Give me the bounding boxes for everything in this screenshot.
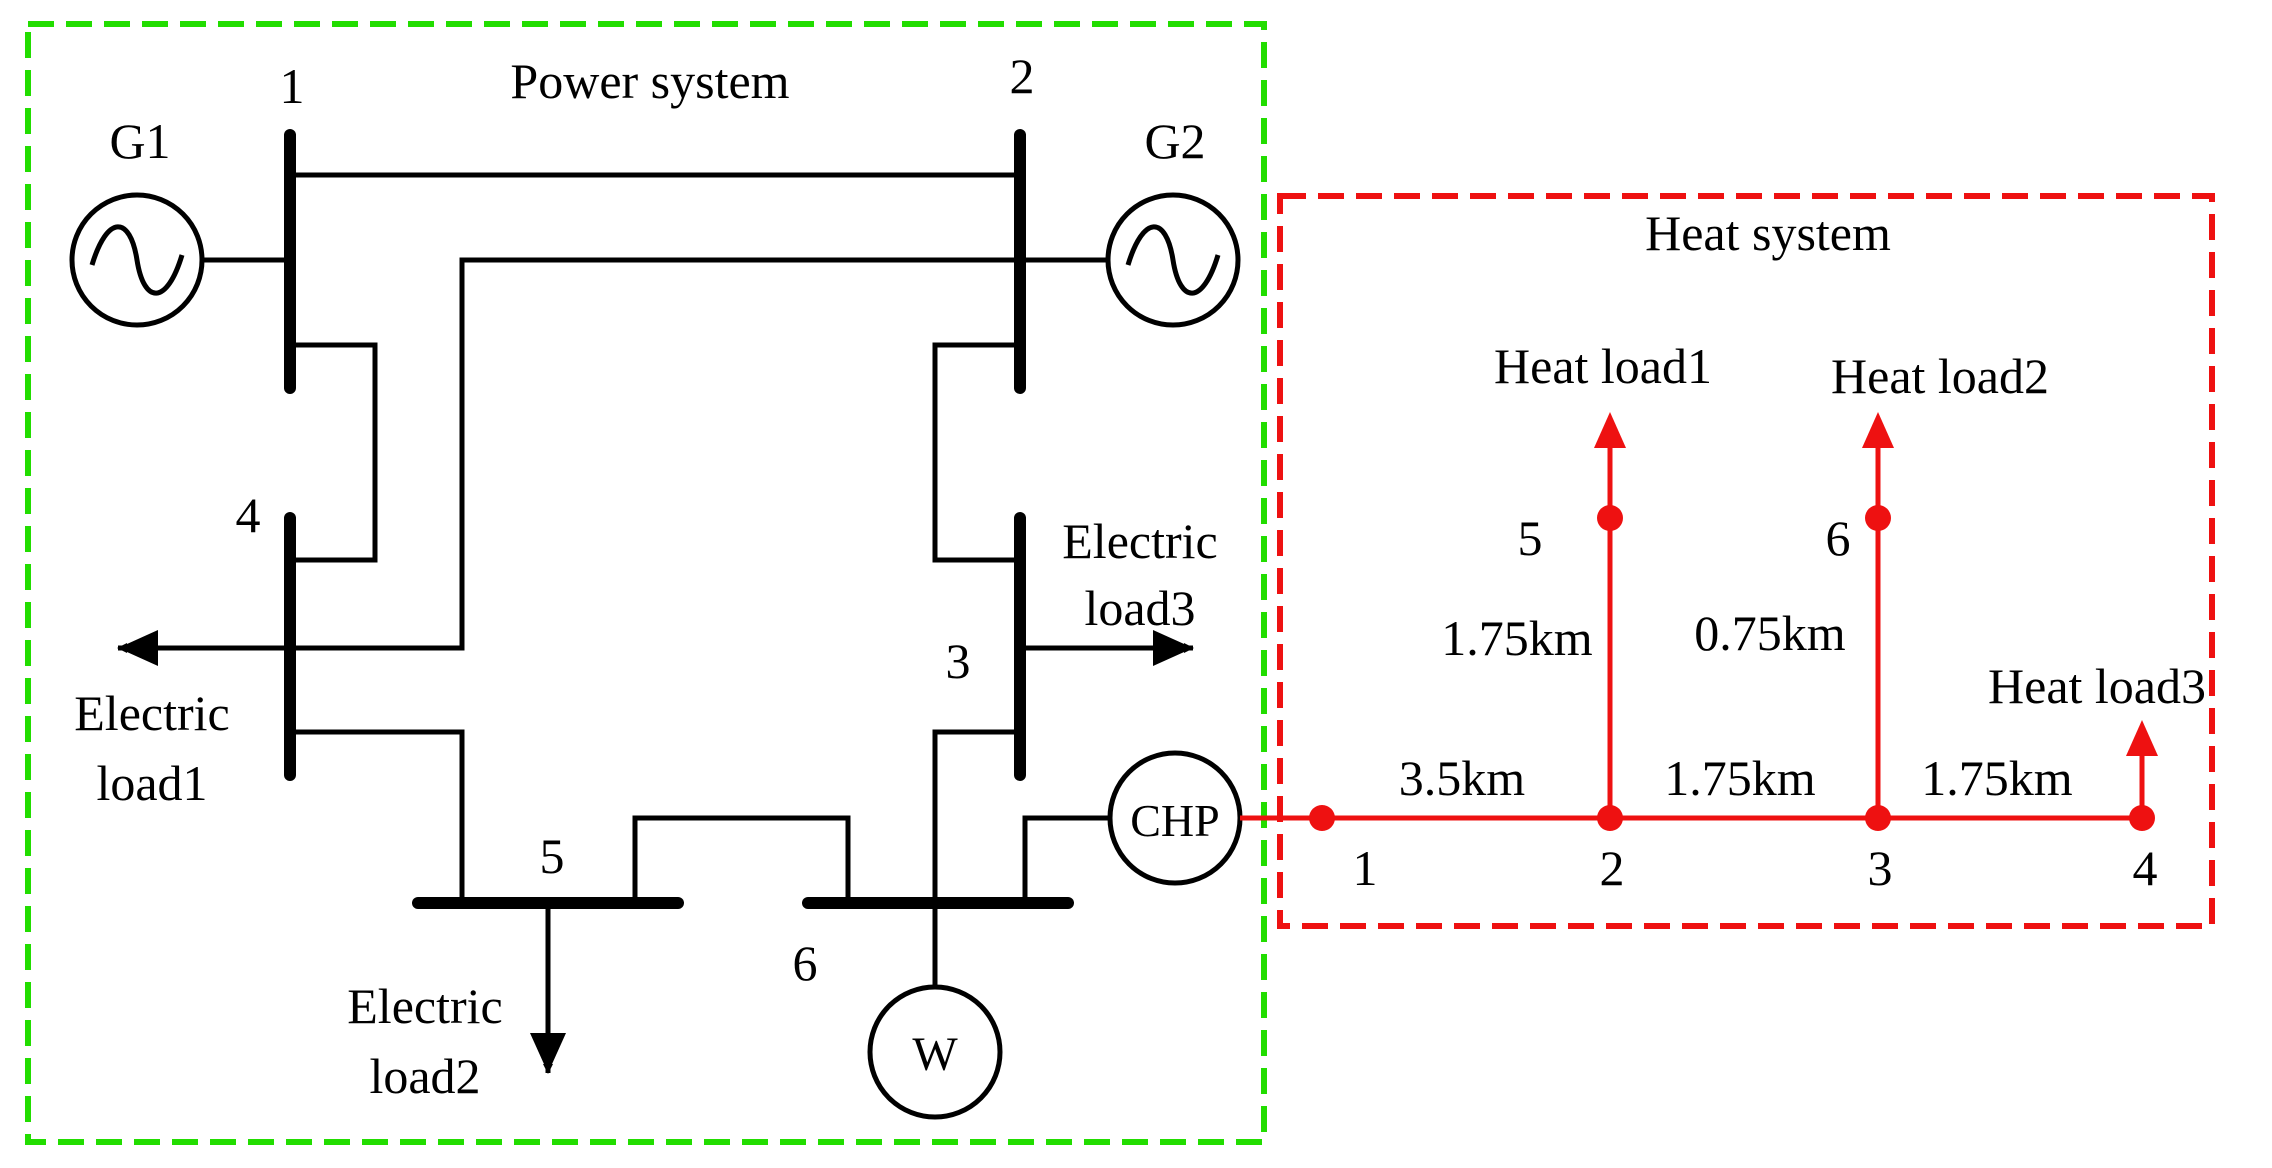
generator-g1-label: G1 (109, 113, 170, 169)
heat-node-5 (1597, 505, 1623, 531)
generator-g1 (69, 192, 205, 328)
electric-load3-arrowhead (1153, 630, 1193, 666)
heat-nodes (1309, 505, 2155, 831)
line-4-5 (290, 729, 465, 903)
bus-5-label: 5 (540, 828, 565, 884)
power-labels: G1 G2 1 2 3 4 5 6 Electric load1 Electri… (74, 48, 1217, 1104)
electric-load1-label-line2: load1 (96, 755, 207, 811)
heat-system-frame (1277, 193, 2215, 929)
heat-load-arrowheads (1594, 412, 2158, 756)
heat-node-3-label: 3 (1868, 840, 1893, 896)
line-1-4 (290, 342, 378, 563)
heat-node-3 (1865, 805, 1891, 831)
line-4-2 (290, 257, 1020, 651)
wind-label: W (912, 1028, 958, 1081)
line-6-chp (1022, 815, 1110, 903)
sine-wave-icon (89, 224, 185, 296)
electric-load1-label-line1: Electric (74, 685, 229, 741)
electric-load2-label-line1: Electric (347, 978, 502, 1034)
electric-load1-arrowhead (118, 630, 158, 666)
line-2-3 (932, 342, 1020, 563)
electric-load2-label-line2: load2 (369, 1048, 480, 1104)
heat-node-4-label: 4 (2133, 840, 2158, 896)
heat-node-4 (2129, 805, 2155, 831)
heat-system: Heat system (1240, 193, 2215, 929)
line-5-6 (632, 815, 851, 903)
chp-label: CHP (1130, 795, 1219, 846)
bus-1-label: 1 (280, 58, 305, 114)
heat-load2-label: Heat load2 (1831, 348, 2049, 404)
heat-load1-label: Heat load1 (1494, 338, 1712, 394)
distance-1-2: 3.5km (1399, 750, 1526, 806)
heat-node-6 (1865, 505, 1891, 531)
heat-node-1 (1309, 805, 1335, 831)
distance-2-5: 1.75km (1441, 610, 1593, 666)
wind-unit: W (867, 984, 1003, 1120)
electric-load-arrows (117, 643, 1194, 1074)
bus-6-label: 6 (793, 935, 818, 991)
distance-2-3: 1.75km (1664, 750, 1816, 806)
chp-unit: CHP (1107, 750, 1243, 886)
electric-load2-arrowhead (530, 1033, 566, 1073)
electric-load3-label-line2: load3 (1084, 580, 1195, 636)
power-system: Power system (25, 21, 1267, 1145)
heat-node-6-label: 6 (1826, 510, 1851, 566)
distance-3-6: 0.75km (1694, 605, 1846, 661)
heat-load3-label: Heat load3 (1988, 658, 2206, 714)
bus-3-label: 3 (946, 633, 971, 689)
wind-circle (867, 984, 1003, 1120)
generator-g2-label: G2 (1144, 113, 1205, 169)
generator-g2 (1105, 192, 1241, 328)
heat-node-5-label: 5 (1518, 510, 1543, 566)
heat-labels: Heat load1 Heat load2 Heat load3 1 2 3 4… (1353, 338, 2206, 896)
heat-load3-arrowhead (2126, 720, 2158, 756)
heat-load2-arrowhead (1862, 412, 1894, 448)
heat-node-1-label: 1 (1353, 840, 1378, 896)
electric-load3-label-line1: Electric (1062, 513, 1217, 569)
line-3-6 (932, 729, 1020, 903)
heat-system-title: Heat system (1645, 205, 1891, 261)
distance-3-4: 1.75km (1921, 750, 2073, 806)
sine-wave-icon (1125, 224, 1221, 296)
power-buses (284, 129, 1074, 909)
bus-4-label: 4 (236, 487, 261, 543)
heat-pipes (1240, 440, 2145, 821)
heat-node-2 (1597, 805, 1623, 831)
heat-node-2-label: 2 (1600, 840, 1625, 896)
power-system-frame (25, 21, 1267, 1145)
power-lines (202, 172, 1110, 988)
electric-load-arrowheads (118, 630, 1193, 1073)
power-system-title: Power system (510, 53, 789, 109)
bus-2-label: 2 (1010, 48, 1035, 104)
heat-load1-arrowhead (1594, 412, 1626, 448)
